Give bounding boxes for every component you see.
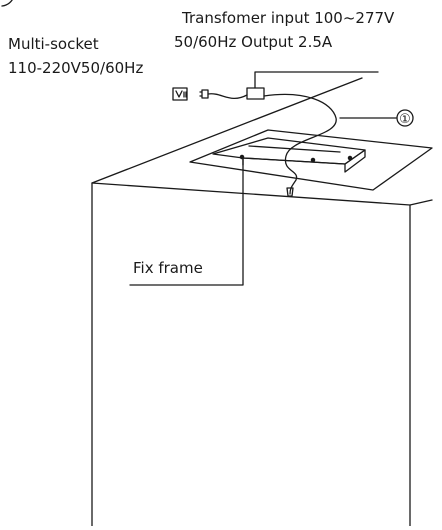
cable-connector [286,187,294,197]
corner-circle-mark [1,0,13,7]
wall-socket-icon [172,87,188,101]
transformer-label-line1: Transfomer input 100~277V [182,9,395,27]
fix-frame-outer [189,129,433,191]
plug-icon [199,89,209,99]
fix-frame-inner-front [242,149,366,173]
socket-label-line2: 110-220V50/60Hz [8,59,144,77]
transformer-label-line2: 50/60Hz Output 2.5A [174,33,333,51]
fix-frame-label: Fix frame [133,259,203,277]
cabinet-body [91,182,411,527]
callout-number: ① [399,112,411,127]
callout-circle [396,109,414,127]
power-cable [207,93,248,100]
screw-hole-2 [310,157,316,163]
wall-socket-prongs [175,90,187,98]
fix-frame-leader-line [129,157,244,286]
output-cable [263,93,337,195]
transformer-leader-line [254,71,379,89]
socket-label-line1: Multi-socket [8,35,99,53]
transformer-box [246,87,265,100]
ceiling-outline [91,77,433,206]
screw-hole-3 [347,155,353,161]
fix-frame-divider [248,145,341,153]
